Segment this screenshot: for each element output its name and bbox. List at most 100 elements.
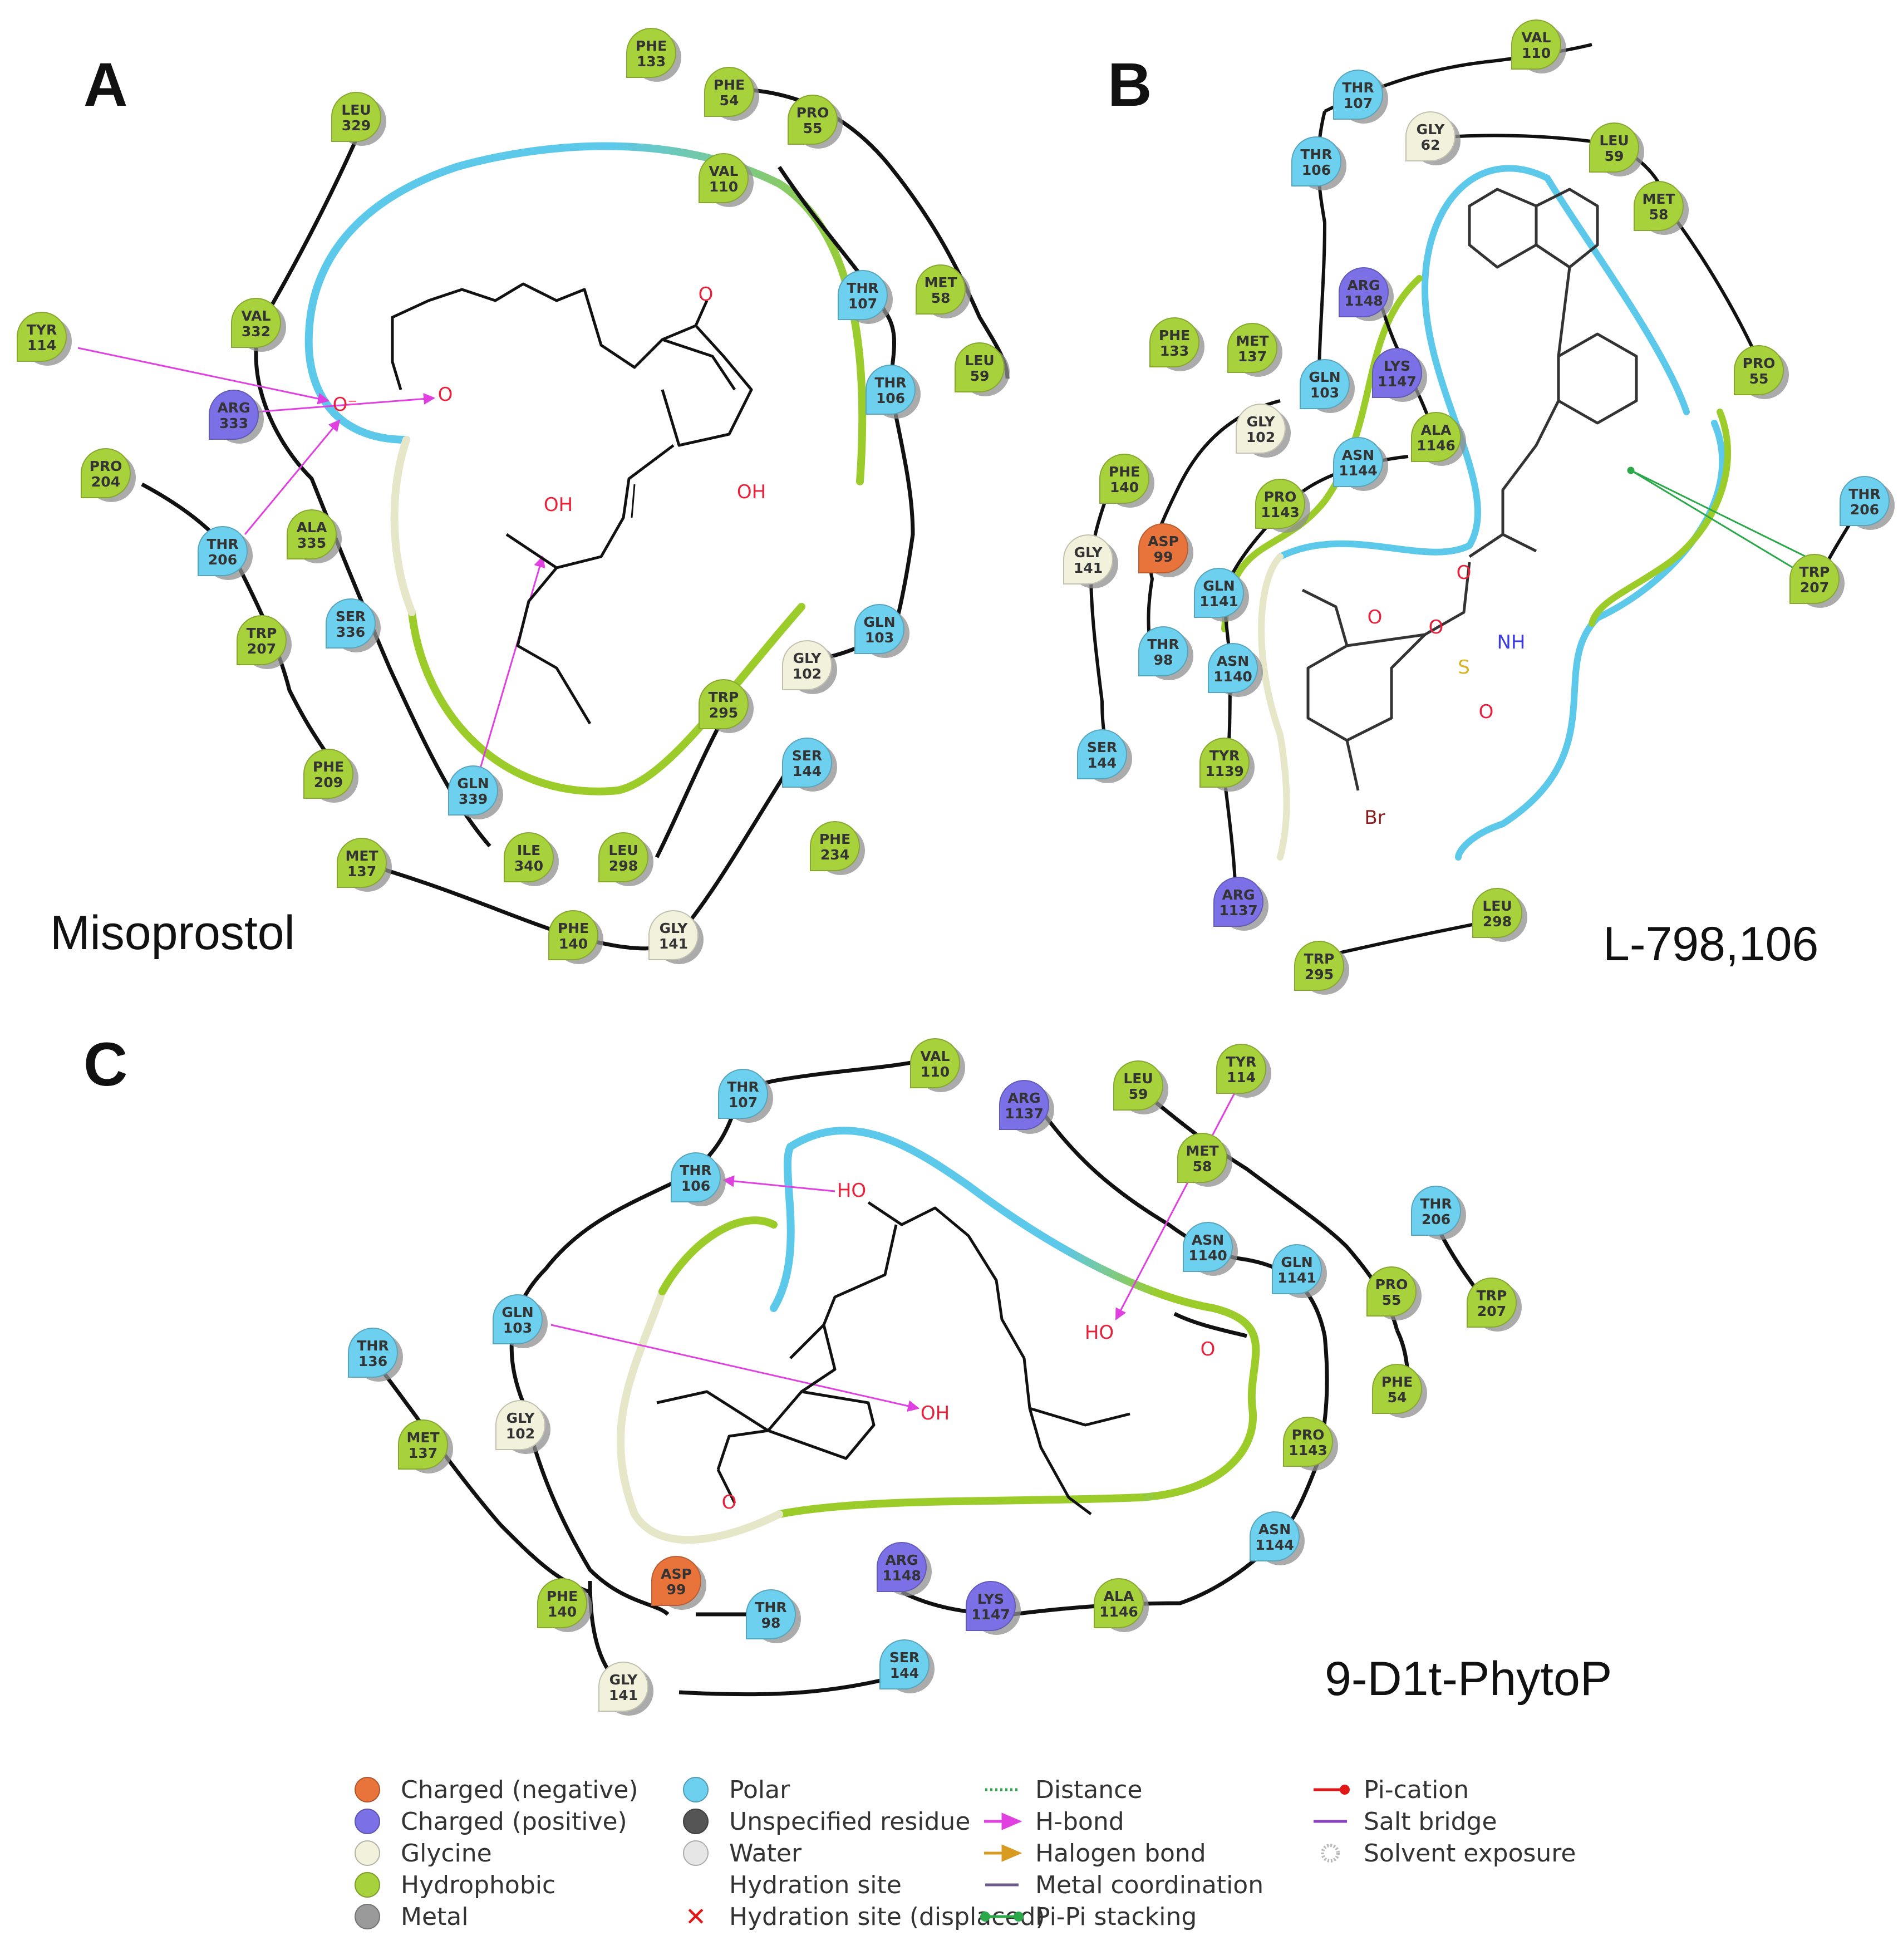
panel-b-ligand-name: L-798,106 [1603, 917, 1818, 971]
residue-name: PHE [1159, 327, 1190, 343]
residue-blob [1291, 136, 1341, 186]
residue-name: THR [1300, 146, 1332, 163]
residue-number: 110 [921, 1064, 950, 1080]
residue-name: THR [357, 1338, 389, 1354]
residue-name: TRP [1304, 951, 1335, 967]
residue-name: MET [406, 1430, 439, 1446]
residue-name: PHE [636, 38, 667, 54]
residue-number: 144 [890, 1665, 919, 1681]
atom-label: O [1201, 1338, 1216, 1360]
residue-blob [326, 598, 376, 649]
residue-blob [866, 365, 916, 415]
pocket-outline-c-glycine [616, 1288, 783, 1544]
residue-blob [1183, 1222, 1233, 1272]
legend-swatch [683, 1777, 709, 1802]
residue-name: ARG [885, 1552, 918, 1568]
residue-number: 137 [409, 1445, 437, 1461]
residue-blob [671, 1152, 721, 1202]
residue-name: TRP [247, 625, 277, 641]
residue-name: GLN [1281, 1254, 1312, 1270]
residue-number: 209 [314, 774, 343, 790]
residue-number: 1148 [882, 1568, 921, 1584]
residue-number: 58 [1649, 207, 1669, 223]
legend-interaction-4: Pi-Pi stacking [980, 1903, 1197, 1931]
legend-dot [980, 1912, 990, 1922]
residue-blob [699, 679, 749, 729]
atom-label: O [699, 283, 714, 306]
legend-label: Hydrophobic [401, 1871, 555, 1899]
residue-name: ALA [1104, 1588, 1134, 1604]
panel-c: C 9-D1t-PhytoP [83, 1030, 1612, 1716]
residue-blob [348, 1328, 398, 1378]
residue-name: THR [680, 1162, 711, 1178]
residue-number: 144 [793, 763, 822, 779]
panel-c-letter: C [83, 1030, 127, 1099]
residue-blob [1589, 122, 1639, 173]
residue-number: 1147 [1378, 374, 1417, 390]
residue-blob [810, 821, 860, 871]
atom-label: O [1368, 606, 1383, 628]
legend-swatch [355, 1904, 380, 1929]
legend-swatch [355, 1809, 380, 1834]
residue-blob [648, 910, 699, 960]
residue-number: 141 [609, 1687, 638, 1703]
residue-name: GLN [863, 614, 895, 630]
legend-interaction-7: Solvent exposure [1321, 1839, 1576, 1868]
residue-name: THR [1848, 486, 1880, 502]
residue-name: VAL [921, 1048, 950, 1064]
residue-name: THR [206, 536, 238, 552]
residue-name: VAL [709, 163, 739, 179]
residue-number: 137 [1238, 348, 1267, 365]
residue-blob [331, 92, 381, 142]
residue-blob [1333, 437, 1383, 487]
residue-number: 106 [1302, 162, 1331, 178]
residue-name: MET [1186, 1143, 1218, 1159]
legend-label: H-bond [1035, 1807, 1124, 1836]
pocket-outline-b-glycine [1258, 553, 1290, 861]
residue-blob [1333, 70, 1383, 120]
residue-name: TRP [1477, 1288, 1507, 1304]
residue-name: LEU [341, 102, 371, 118]
residue-blob [999, 1080, 1049, 1130]
residue-number: 106 [681, 1178, 710, 1194]
atom-label: NH [1497, 631, 1526, 654]
residue-number: 206 [1422, 1211, 1450, 1227]
atom-label: OH [737, 481, 766, 503]
backbone-a [141, 87, 1010, 951]
residue-number: 54 [1388, 1389, 1407, 1406]
legend-label: Solvent exposure [1364, 1839, 1576, 1868]
residue-number: 207 [1800, 579, 1829, 596]
ligand-misoprostol [391, 282, 753, 725]
pocket-outline-b-hydrophobic [1221, 275, 1423, 632]
pocket-outline-b-polar [1277, 165, 1690, 560]
residue-number: 1140 [1213, 669, 1252, 685]
residue-number: 98 [761, 1615, 781, 1631]
residue-name: TYR [27, 322, 57, 338]
residue-number: 140 [548, 1604, 577, 1620]
residue-name: ASN [1342, 447, 1374, 463]
residue-name: GLY [793, 650, 822, 666]
residue-number: 102 [506, 1426, 535, 1442]
residue-number: 99 [1154, 549, 1173, 565]
residue-blob [1236, 404, 1286, 454]
